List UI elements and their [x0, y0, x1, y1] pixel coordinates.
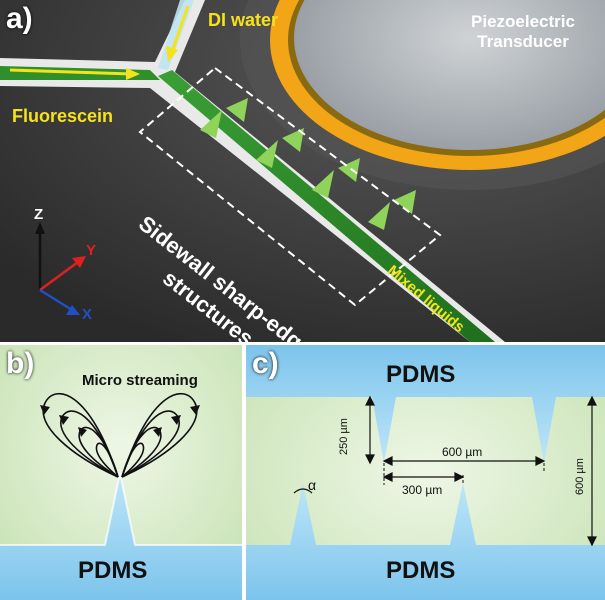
- mixing-channel: [158, 70, 495, 342]
- transducer-disc: [294, 0, 605, 150]
- panel-c-channel-geometry: c) PDMS PDMS 250 µm 600 µm 300 µm 600 µm…: [246, 345, 605, 600]
- structures-highlight-box: [138, 66, 442, 307]
- x-axis-line: [39, 288, 73, 312]
- panel-a-label: a): [6, 2, 33, 35]
- fluorescein-arrowhead: [126, 68, 140, 80]
- pdms-label-b: PDMS: [78, 557, 148, 584]
- y-axis-line: [39, 260, 79, 292]
- x-axis-label: X: [82, 306, 93, 323]
- panel-c-label: c): [252, 347, 279, 380]
- transducer-label: Piezoelectric Transducer: [463, 12, 583, 52]
- di-water-arrowhead: [166, 46, 178, 62]
- panel-b-label: b): [6, 347, 35, 380]
- transducer-label-line1: Piezoelectric: [471, 12, 575, 31]
- pdms-top-with-sharp-edges: [246, 345, 605, 463]
- alpha-angle-label: α: [308, 477, 317, 493]
- fluorescein-label: Fluorescein: [12, 106, 114, 126]
- dim-250-label: 250 µm: [338, 418, 350, 455]
- device-scene: [0, 0, 605, 342]
- pdms-surface-edge: [0, 472, 242, 546]
- micro-streaming-label: Micro streaming: [82, 372, 198, 389]
- dim-300-label: 300 µm: [402, 483, 443, 497]
- z-axis-label: Z: [34, 206, 44, 223]
- dimension-lines: [365, 395, 597, 547]
- fluorescein-flow-arrow: [9, 68, 131, 76]
- panel-b-micro-streaming: b) Micro streaming PDMS: [0, 345, 242, 600]
- streamline-arrowheads: [40, 405, 200, 437]
- z-axis-arrowhead: [35, 222, 45, 234]
- di-water-label: DI water: [208, 10, 279, 30]
- y-axis-arrowhead: [72, 256, 86, 268]
- pdms-bottom-with-sharp-edges: [246, 483, 605, 600]
- transducer-label-line2: Transducer: [477, 32, 569, 51]
- y-axis-label: Y: [86, 242, 97, 259]
- di-water-flow-arrow: [170, 5, 190, 53]
- pdms-substrate-with-sharp-edge: [0, 473, 242, 600]
- x-axis-arrowhead: [66, 305, 80, 315]
- micro-streaming-diagram: [0, 345, 242, 600]
- dim-600-horizontal-label: 600 µm: [442, 445, 483, 459]
- sharp-edge-structures: [200, 98, 416, 230]
- panel-a-3d-device-illustration: a) DI water Piezoelectric Transducer Flu…: [0, 0, 605, 342]
- dim-600-vertical-label: 600 µm: [574, 458, 586, 495]
- dimension-guides: [383, 463, 545, 485]
- channel-geometry-diagram: [246, 345, 605, 600]
- alpha-angle-arc: [293, 488, 313, 494]
- pdms-bottom-label: PDMS: [386, 557, 456, 584]
- pdms-top-label: PDMS: [386, 361, 456, 388]
